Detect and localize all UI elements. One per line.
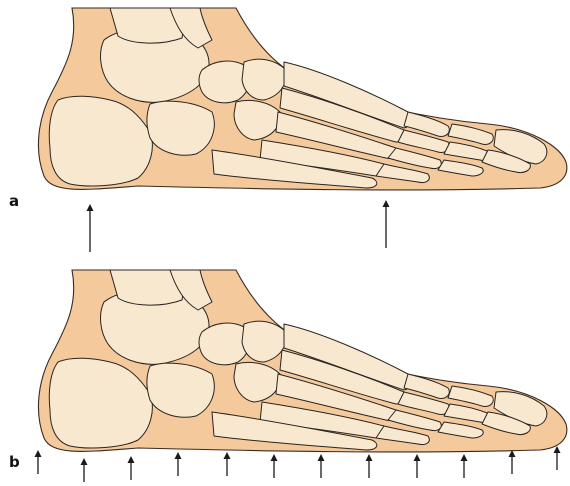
pressure-arrow (35, 450, 42, 474)
panel-label-a: a (9, 194, 19, 209)
pressure-arrow (554, 446, 561, 470)
pressure-arrow (81, 458, 88, 482)
panel-a-forefoot-arrow (383, 200, 390, 248)
pressure-arrow (175, 452, 182, 476)
pressure-arrow (509, 450, 516, 474)
panel-a-heel-arrow (87, 204, 94, 252)
panel-a-foot (38, 8, 566, 190)
pressure-arrow (414, 454, 421, 478)
pressure-arrow (461, 454, 468, 478)
panel-b-foot (38, 270, 566, 452)
pressure-arrow (366, 454, 373, 478)
pressure-arrow (128, 456, 135, 480)
pressure-arrow (271, 454, 278, 478)
panel-label-b: b (9, 455, 20, 470)
pressure-arrow (318, 454, 325, 478)
pressure-arrow (224, 452, 231, 476)
